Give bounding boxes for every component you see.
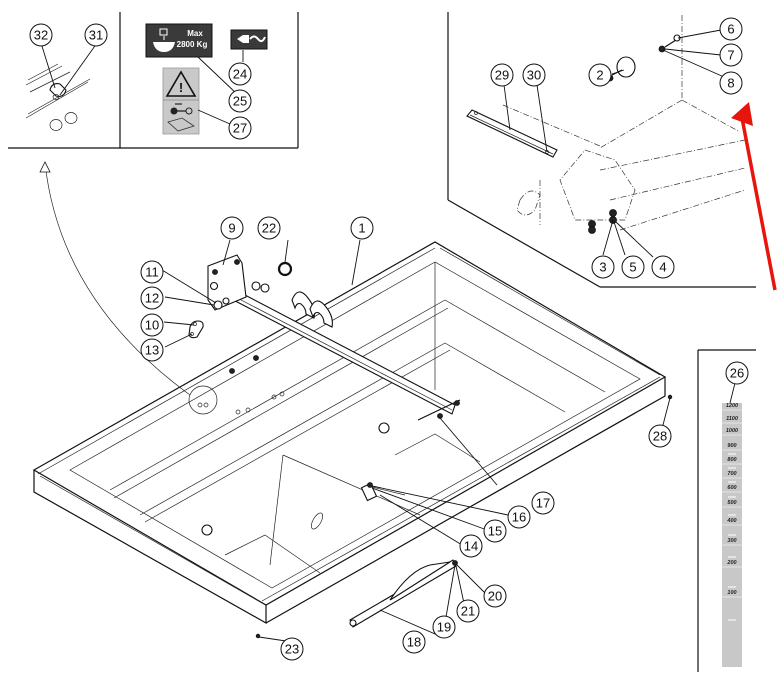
callout-3: 3 xyxy=(591,255,615,279)
callout-12: 12 xyxy=(140,286,164,310)
callout-23: 23 xyxy=(280,637,304,661)
callout-22: 22 xyxy=(257,216,281,240)
callout-leaders xyxy=(40,29,736,642)
callout-15: 15 xyxy=(483,519,507,543)
scale-label: 300 xyxy=(727,538,736,544)
level-scale-panel xyxy=(697,349,756,672)
detail-panel-right xyxy=(447,12,756,288)
svg-text:30: 30 xyxy=(527,68,541,83)
callout-29: 29 xyxy=(490,63,514,87)
svg-text:23: 23 xyxy=(285,642,299,657)
callout-20: 20 xyxy=(483,584,507,608)
callout-13: 13 xyxy=(140,338,164,362)
callout-24: 24 xyxy=(228,62,252,86)
svg-text:26: 26 xyxy=(730,366,744,381)
callout-5: 5 xyxy=(621,255,645,279)
callout-1: 1 xyxy=(350,216,374,240)
scale-label: 700 xyxy=(727,471,736,477)
scale-label: 900 xyxy=(727,443,736,449)
callout-6: 6 xyxy=(719,17,743,41)
decal-hook xyxy=(230,29,268,50)
svg-text:25: 25 xyxy=(233,94,247,109)
callout-18: 18 xyxy=(402,630,426,654)
scale-label: 1000 xyxy=(726,428,738,434)
svg-text:9: 9 xyxy=(228,221,235,236)
svg-text:6: 6 xyxy=(727,22,734,37)
callout-16: 16 xyxy=(507,505,531,529)
callout-10: 10 xyxy=(140,313,164,337)
callout-27: 27 xyxy=(228,116,252,140)
callout-11: 11 xyxy=(140,260,164,284)
callout-7: 7 xyxy=(719,43,743,67)
callout-31: 31 xyxy=(84,23,108,47)
warning-symbol: ! xyxy=(179,80,183,95)
callout-2: 2 xyxy=(588,63,612,87)
scale-label: 400 xyxy=(726,518,736,524)
scale-label: 800 xyxy=(727,457,736,463)
callout-32: 32 xyxy=(29,23,53,47)
callout-14: 14 xyxy=(459,534,483,558)
svg-text:22: 22 xyxy=(262,221,276,236)
scale-label: 200 xyxy=(726,560,736,566)
callout-9: 9 xyxy=(220,216,244,240)
scale-label: 600 xyxy=(727,485,736,491)
svg-text:16: 16 xyxy=(512,510,526,525)
scale-label: 1100 xyxy=(726,416,738,422)
svg-text:4: 4 xyxy=(659,260,666,275)
callout-28: 28 xyxy=(648,424,672,448)
svg-text:20: 20 xyxy=(488,589,502,604)
svg-text:21: 21 xyxy=(461,604,475,619)
detail-panel-frame xyxy=(8,12,299,149)
highlight-arrow xyxy=(731,102,777,291)
callout-8: 8 xyxy=(719,71,743,95)
svg-text:18: 18 xyxy=(407,635,421,650)
svg-text:5: 5 xyxy=(629,260,636,275)
callout-19: 19 xyxy=(432,615,456,639)
svg-text:28: 28 xyxy=(653,429,667,444)
detail-latch-assembly xyxy=(466,15,746,234)
svg-text:10: 10 xyxy=(145,318,159,333)
svg-text:7: 7 xyxy=(727,48,734,63)
detail-bolt-bracket xyxy=(25,63,91,131)
svg-text:32: 32 xyxy=(34,28,48,43)
svg-text:15: 15 xyxy=(488,524,502,539)
decal-max-load: Max 2800 Kg xyxy=(145,23,213,58)
decal-max-weight: 2800 Kg xyxy=(177,40,208,49)
svg-text:27: 27 xyxy=(233,121,247,136)
decal-warning: ! xyxy=(162,67,200,135)
svg-text:29: 29 xyxy=(495,68,509,83)
scale-label: 500 xyxy=(727,500,736,506)
svg-text:17: 17 xyxy=(536,496,550,511)
callout-21: 21 xyxy=(456,599,480,623)
svg-text:14: 14 xyxy=(464,539,478,554)
svg-text:2: 2 xyxy=(596,68,603,83)
svg-text:19: 19 xyxy=(437,620,451,635)
callout-17: 17 xyxy=(531,491,555,515)
callout-26: 26 xyxy=(725,361,749,385)
svg-text:1: 1 xyxy=(358,221,365,236)
svg-text:12: 12 xyxy=(145,291,159,306)
svg-text:24: 24 xyxy=(233,67,247,82)
scale-label: 100 xyxy=(727,590,736,596)
callout-4: 4 xyxy=(651,255,675,279)
hopper-frame xyxy=(32,161,673,639)
callout-30: 30 xyxy=(522,63,546,87)
svg-text:11: 11 xyxy=(145,265,159,280)
level-scale-labels: 1200 1100 1000 900 800 700 600 500 400 300 200 100 xyxy=(722,403,742,621)
callout-25: 25 xyxy=(228,89,252,113)
decal-max-label: Max xyxy=(187,29,203,38)
svg-text:8: 8 xyxy=(727,76,734,91)
scale-label: 1200 xyxy=(726,403,738,409)
svg-text:3: 3 xyxy=(599,260,606,275)
svg-text:13: 13 xyxy=(145,343,159,358)
svg-text:31: 31 xyxy=(89,28,103,43)
